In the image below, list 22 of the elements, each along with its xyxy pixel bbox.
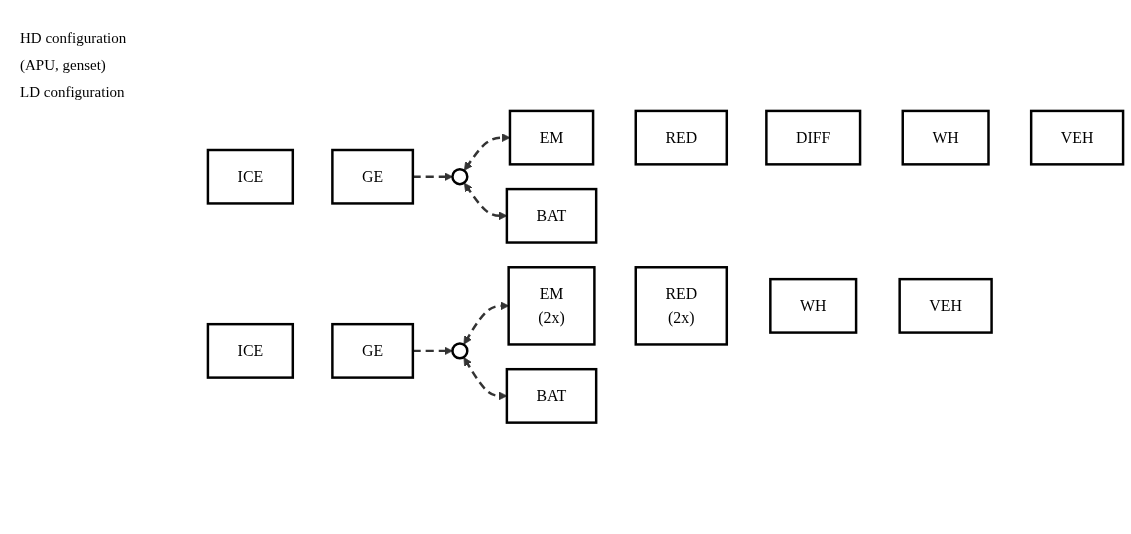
- node-box: BAT: [505, 368, 598, 425]
- node-box: WH: [901, 109, 990, 166]
- node-box: EM: [508, 109, 595, 166]
- node-box: ICE: [206, 323, 295, 380]
- node-box: GE: [331, 149, 415, 205]
- node-box: VEH: [1029, 109, 1125, 166]
- node-box: BAT: [505, 188, 598, 244]
- note-text: HD configuration: [20, 30, 128, 47]
- node-box: GE: [331, 323, 415, 380]
- note-text: (APU, genset): [20, 57, 107, 74]
- node-box: RED (2x): [634, 266, 729, 346]
- node-box: RED: [634, 109, 729, 166]
- node-box: VEH: [898, 278, 993, 335]
- node-box: DIFF: [765, 109, 862, 166]
- arrow: [412, 346, 453, 356]
- node-circle: [451, 342, 469, 360]
- node-box: ICE: [206, 149, 295, 205]
- note-text: LD configuration: [20, 84, 126, 101]
- arrow: [412, 172, 453, 182]
- node-circle: [451, 168, 469, 186]
- node-box: EM (2x): [507, 266, 596, 346]
- node-box: WH: [769, 278, 858, 335]
